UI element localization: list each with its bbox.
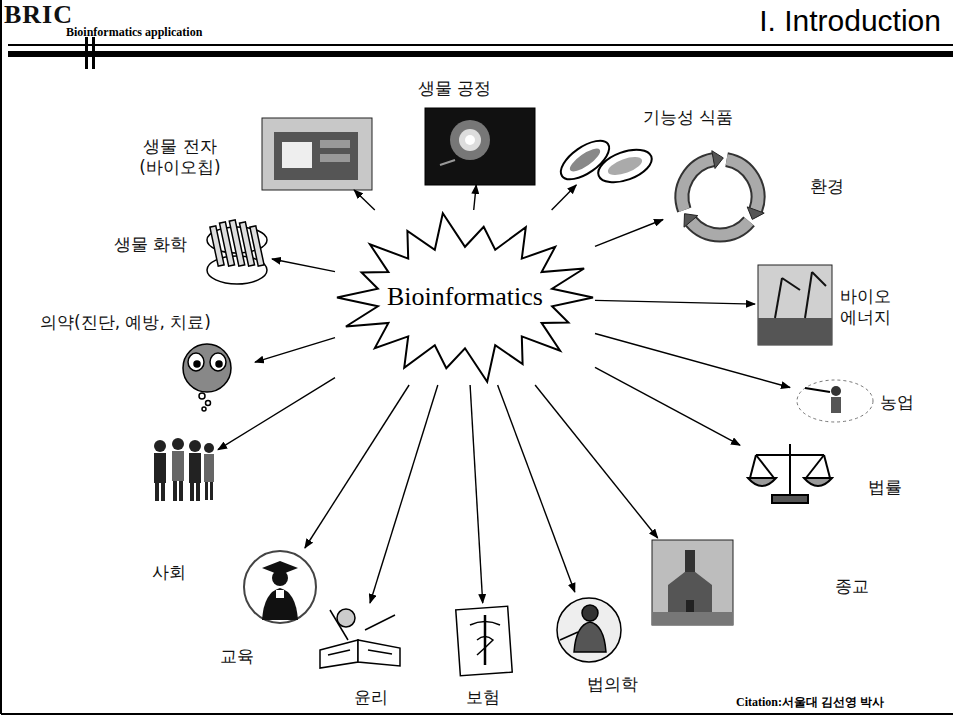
header-bar xyxy=(85,37,88,69)
arrow-connector xyxy=(305,385,409,548)
topic-node: 종교 xyxy=(650,538,875,628)
arrow-connector xyxy=(474,185,477,210)
scales-icon xyxy=(748,444,832,503)
topic-label: 윤리 xyxy=(354,687,388,708)
arrow-connector xyxy=(470,385,483,603)
topic-label: 의약(진단, 예방, 치료) xyxy=(40,312,211,333)
hub-label: Bioinformatics xyxy=(387,281,543,314)
topic-node: 사회 xyxy=(148,432,218,585)
arrow-connector xyxy=(255,338,335,363)
topic-node: 보험 xyxy=(452,603,518,711)
arrow-connector xyxy=(595,220,663,247)
frame-line xyxy=(1,713,953,715)
subtitle-text-box: Bioinformatics application xyxy=(66,25,202,40)
citation-text-box: Citation:서울대 김선영 박사 xyxy=(736,694,884,711)
arrow-connector xyxy=(595,300,755,304)
topic-label: 사회 xyxy=(152,562,186,583)
topic-label: 바이오 에너지 xyxy=(833,286,897,329)
topic-label: 교육 xyxy=(220,646,254,667)
topic-label: 농업 xyxy=(880,392,914,413)
arrow-connector xyxy=(370,385,438,603)
topic-label: 법의학 xyxy=(587,674,638,695)
process-photo xyxy=(425,108,535,185)
bioenergy-photo xyxy=(758,265,832,345)
topic-label: 환경 xyxy=(810,176,844,197)
forensic-icon xyxy=(557,598,621,662)
topic-label: 보험 xyxy=(466,687,500,708)
church-photo xyxy=(652,540,733,625)
graduate-icon xyxy=(244,551,316,623)
arrow-connector xyxy=(498,385,575,592)
topic-node: 법의학 xyxy=(545,592,650,698)
arrow-connector xyxy=(272,259,335,272)
topic-node: 윤리 xyxy=(312,603,410,711)
topic-node: 농업 xyxy=(790,370,930,428)
header-rule xyxy=(8,44,953,46)
arrow-connector xyxy=(595,367,740,445)
biochip-photo xyxy=(262,118,372,190)
ethics-icon xyxy=(320,609,400,668)
slide-title-box: I. Introduction xyxy=(759,4,941,38)
topic-label: 법률 xyxy=(868,477,902,498)
frame-line xyxy=(0,0,2,714)
arrow-connector xyxy=(218,378,335,450)
topic-node: 법률 xyxy=(740,437,910,507)
subtitle-text: Bioinformatics application xyxy=(66,25,202,40)
test-tube-rack xyxy=(207,220,267,284)
topic-node: 의약(진단, 예방, 치료) xyxy=(38,310,255,412)
topic-node: 기능성 식품 xyxy=(553,105,745,185)
topic-node: 교육 xyxy=(218,548,325,670)
arrow-connector xyxy=(595,334,790,388)
topic-node: 생물 공정 xyxy=(385,78,540,185)
topic-node: 환경 xyxy=(663,148,855,248)
hub-star: Bioinformatics xyxy=(335,210,595,385)
medicine-icon xyxy=(183,344,231,411)
insurance-icon xyxy=(456,606,512,675)
topic-label: 생물 전자 (바이오칩) xyxy=(130,136,230,179)
star-shape xyxy=(337,213,593,381)
mussel-icon xyxy=(555,133,656,188)
topic-label: 생물 공정 xyxy=(418,78,491,99)
people-icon xyxy=(154,438,214,501)
header-rule xyxy=(8,51,953,57)
slide-title: I. Introduction xyxy=(759,4,941,38)
topic-label: 종교 xyxy=(835,576,869,597)
header-bar xyxy=(92,37,95,69)
arrow-connector xyxy=(535,385,658,538)
logo-text-box: BRIC xyxy=(4,0,73,30)
topic-node: 생물 화학 xyxy=(110,212,272,292)
citation-text: Citation:서울대 김선영 박사 xyxy=(736,694,884,711)
logo-text: BRIC xyxy=(4,0,73,30)
topic-node: 바이오 에너지 xyxy=(755,262,900,348)
topic-node: 생물 전자 (바이오칩) xyxy=(130,118,378,190)
arrow-connector xyxy=(354,190,375,210)
topic-label: 생물 화학 xyxy=(114,234,187,255)
arrow-connector xyxy=(552,185,577,210)
topic-label: 기능성 식품 xyxy=(643,107,733,128)
agriculture-icon xyxy=(797,380,873,422)
recycle-icon xyxy=(682,151,764,235)
